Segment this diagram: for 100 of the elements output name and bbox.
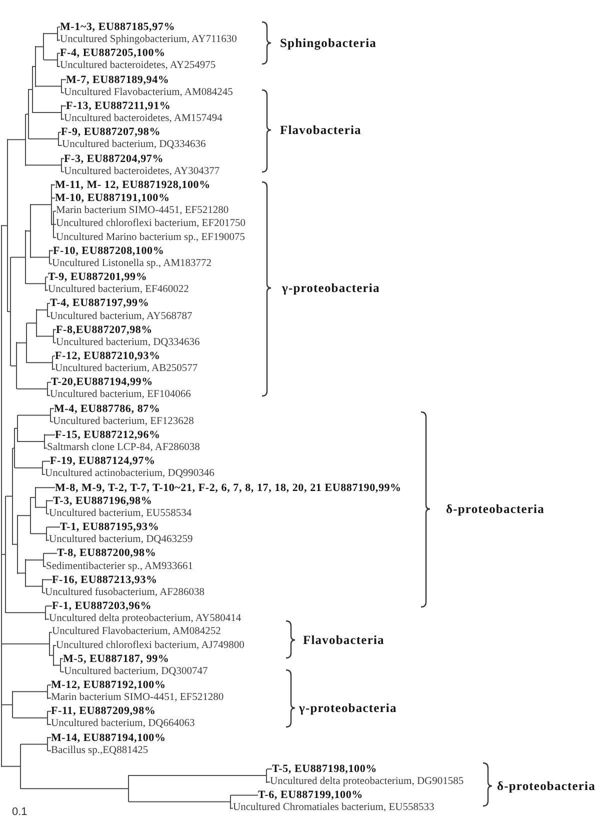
tree-branch xyxy=(36,309,48,310)
tree-branch xyxy=(6,612,46,614)
isolate-label: F-15, EU887212,96% xyxy=(55,428,160,441)
tree-branch xyxy=(44,566,46,568)
reference-sequence-label: Marin bacterium SIMO-4451, EF521280 xyxy=(51,692,224,704)
tree-branch xyxy=(14,428,18,429)
isolate-label: F-16, EU887213,93% xyxy=(52,574,158,586)
clade-label: γ-proteobacteria xyxy=(299,701,397,715)
tree-branch xyxy=(58,66,60,67)
reference-sequence-label: Marin bacterium SIMO-4451, EF521280 xyxy=(56,205,229,218)
tree-branch xyxy=(46,276,48,278)
reference-sequence-label: Uncultured bacterium, EU558534 xyxy=(49,508,192,520)
tree-branch xyxy=(42,460,50,462)
tree-branch xyxy=(46,513,50,514)
tree-branch xyxy=(62,158,64,160)
tree-branch xyxy=(2,704,12,706)
isolate-label: M-7, EU887189,94% xyxy=(66,74,170,86)
reference-sequence-label: Uncultured bacterium, DQ664063 xyxy=(51,718,195,730)
tree-branch xyxy=(26,283,46,284)
reference-sequence-label: Uncultured bacterium, DQ334636 xyxy=(56,336,200,349)
tree-branch xyxy=(36,506,46,508)
reference-sequence-label: Uncultured delta proteobacterium, AY580414 xyxy=(49,613,242,626)
reference-sequence-label: Uncultured bacterium, EF123628 xyxy=(53,416,194,428)
reference-sequence-label: Uncultured bacterium, DQ463259 xyxy=(49,534,193,546)
isolate-label: T-5, EU887198,100% xyxy=(272,763,377,775)
tree-branch xyxy=(16,388,48,390)
tree-branch xyxy=(2,766,20,767)
clade-label: γ-proteobacteria xyxy=(282,281,380,295)
tree-branch xyxy=(58,40,60,41)
tree-branch xyxy=(46,526,60,528)
tree-branch xyxy=(62,105,66,106)
tree-branch xyxy=(52,184,56,186)
tree-branch xyxy=(58,26,60,28)
tree-branch xyxy=(28,89,32,90)
tree-branch xyxy=(26,559,44,560)
tree-branch xyxy=(50,263,52,264)
reference-sequence-label: Uncultured chloroflexi bacterium, AJ749800 xyxy=(56,640,244,652)
reference-sequence-label: Uncultured chloroflexi bacterium, EF201750 xyxy=(56,218,246,230)
reference-sequence-label: Uncultured bacteroidetes, AY254975 xyxy=(60,60,216,72)
tree-branch xyxy=(266,768,272,770)
reference-sequence-label: Uncultured bacterium, AB250577 xyxy=(55,363,198,376)
tree-branch xyxy=(2,225,8,226)
tree-branch xyxy=(48,302,50,304)
tree-branch xyxy=(30,533,46,534)
tree-branch xyxy=(10,256,26,258)
tree-branch xyxy=(6,496,12,497)
tree-branch xyxy=(10,365,16,366)
tree-branch xyxy=(230,794,258,796)
tree-branch xyxy=(62,79,66,80)
tree-branch xyxy=(60,671,64,672)
tree-branch xyxy=(48,750,52,752)
reference-sequence-label: Uncultured Flavobacterium, AM084252 xyxy=(52,626,221,638)
tree-branch xyxy=(44,552,58,554)
tree-branch xyxy=(54,210,56,212)
isolate-label: F-19, EU887124,97% xyxy=(50,455,156,468)
tree-branch xyxy=(48,698,52,699)
tree-branch xyxy=(36,46,44,48)
tree-branch xyxy=(16,342,26,344)
reference-sequence-label: Uncultured bacteroidetes, AM157494 xyxy=(64,113,222,126)
reference-sequence-label: Uncultured bacterium, EF104066 xyxy=(50,389,191,402)
tree-branch xyxy=(26,362,52,364)
tree-branch xyxy=(46,290,48,291)
tree-branch xyxy=(46,606,52,607)
tree-branch xyxy=(18,515,30,516)
reference-sequence-label: Uncultured Listonella sp., AM183772 xyxy=(52,258,212,270)
isolate-label: M-14, EU887194,100% xyxy=(51,732,166,744)
reference-sequence-label: Uncultured actinobacterium, DQ990346 xyxy=(45,468,214,480)
tree-branch xyxy=(2,643,50,644)
tree-branch xyxy=(46,540,50,541)
tree-branch xyxy=(50,421,54,422)
tree-branch xyxy=(54,645,56,646)
tree-branch xyxy=(48,382,52,383)
tree-branch xyxy=(30,256,50,258)
tree-branch xyxy=(42,474,46,475)
tree-branch xyxy=(60,658,64,660)
reference-sequence-label: Uncultured Chromatiales bacterium, EU558533 xyxy=(233,802,434,814)
tree-branch xyxy=(54,224,56,225)
isolate-label: M-10, EU887191,100% xyxy=(55,192,170,204)
tree-branch xyxy=(36,487,56,488)
tree-branch xyxy=(26,164,62,166)
isolate-label: T-8, EU887200,98% xyxy=(57,547,156,560)
tree-branch xyxy=(44,434,56,436)
tree-branch xyxy=(48,394,50,396)
reference-sequence-label: Uncultured Flavobacterium, AM084245 xyxy=(64,86,233,99)
tree-branch xyxy=(12,717,48,718)
tree-branch xyxy=(46,500,54,502)
tree-branch xyxy=(30,496,36,498)
tree-branch xyxy=(50,632,52,633)
tree-branch xyxy=(62,171,64,172)
clade-label: δ-proteobacteria xyxy=(446,502,544,516)
isolate-label: M-1~3, EU887185,97% xyxy=(60,21,175,33)
tree-branch xyxy=(48,684,52,686)
tree-branch xyxy=(36,336,54,337)
isolate-label: F-8,EU887207,98% xyxy=(56,324,152,336)
tree-branch xyxy=(42,579,52,580)
isolate-label: F-13, EU887211,91% xyxy=(66,100,171,112)
tree-branch xyxy=(44,33,58,34)
tree-branch xyxy=(26,230,30,232)
tree-branch xyxy=(2,554,6,555)
tree-branch xyxy=(26,114,28,115)
